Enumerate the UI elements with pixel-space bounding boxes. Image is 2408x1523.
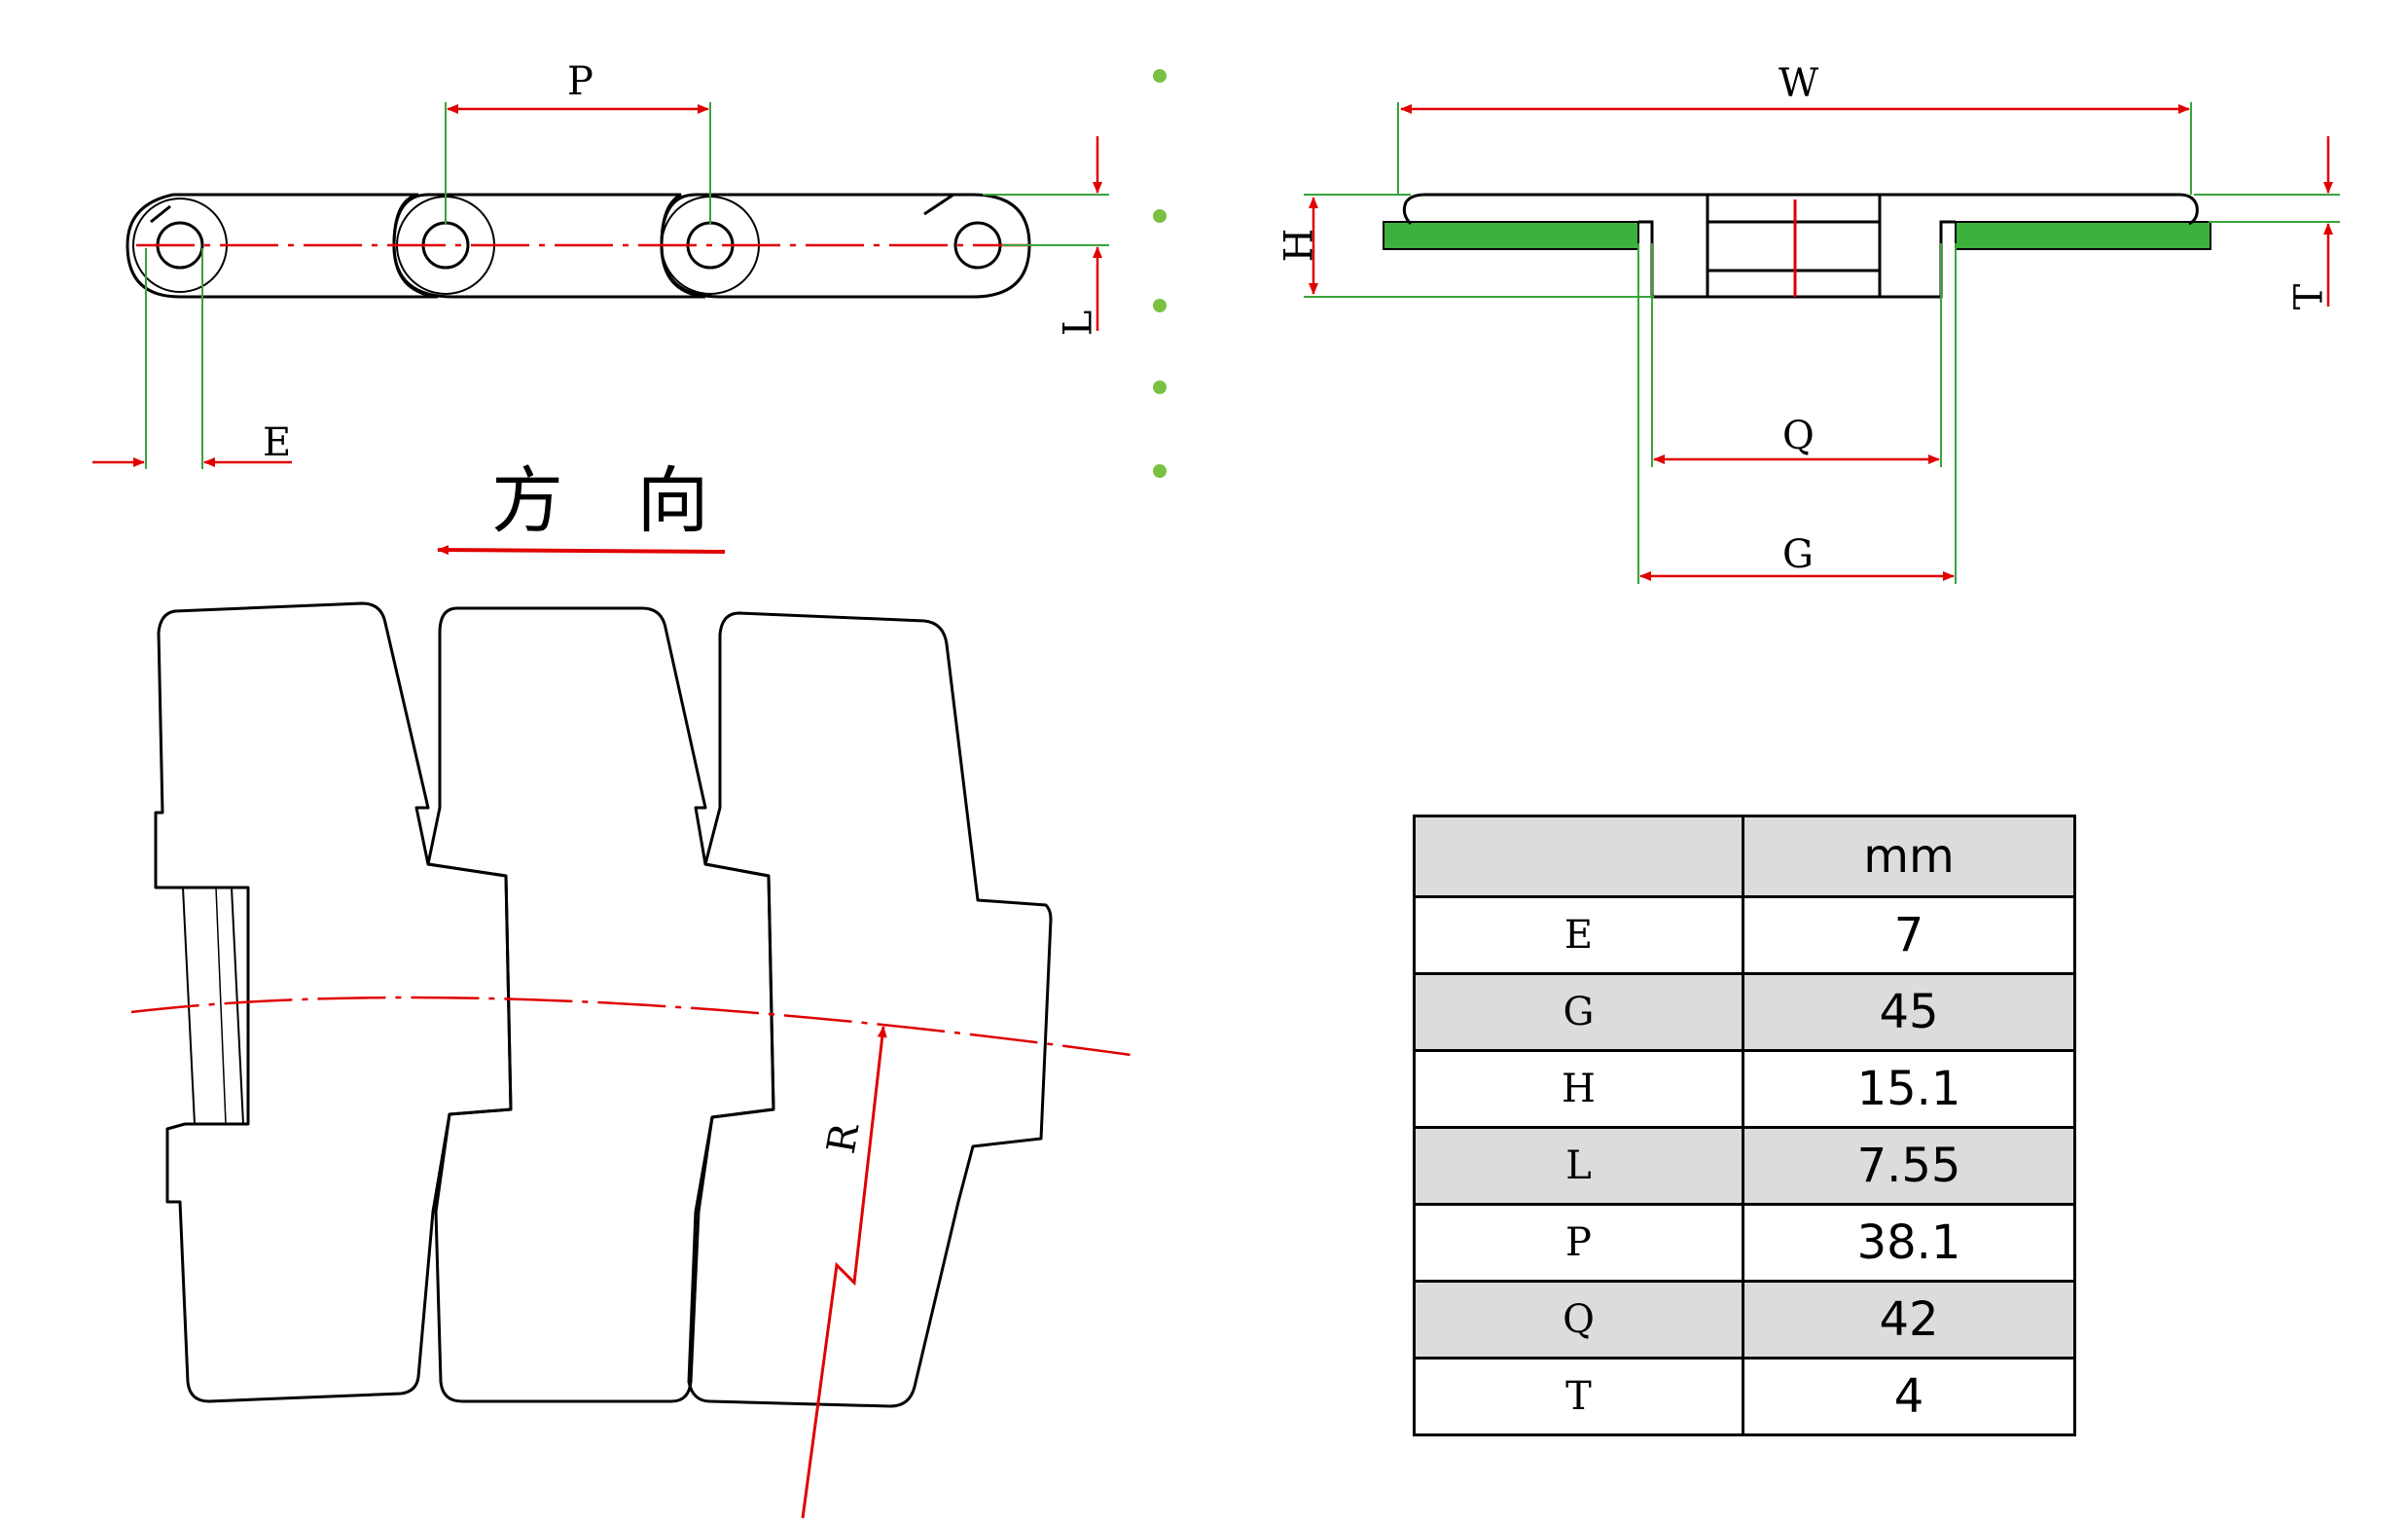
direction-arrow	[437, 545, 726, 556]
label-t: T	[2286, 283, 2332, 310]
value-cell: 7.55	[1742, 1126, 2076, 1206]
table-row: Q 42	[1413, 1280, 2076, 1360]
value-cell: 45	[1742, 972, 2076, 1052]
value-cell: 15.1	[1742, 1049, 2076, 1129]
p-extension	[445, 102, 711, 224]
label-p: P	[567, 59, 593, 104]
table-row: L 7.55	[1413, 1126, 2076, 1206]
plate-2	[426, 606, 775, 1403]
label-e: E	[263, 420, 292, 465]
curve-centerline	[130, 996, 1139, 1058]
param-cell: Q	[1413, 1280, 1744, 1360]
r-dimension	[801, 1026, 887, 1519]
dot-column	[1153, 69, 1167, 478]
wear-strip-left	[1383, 221, 1639, 250]
table-row: E 7	[1413, 895, 2076, 975]
label-l: L	[1056, 309, 1101, 337]
top-view	[154, 601, 1053, 1408]
label-w: W	[1779, 61, 1819, 106]
table-header-row: mm	[1413, 815, 2076, 898]
param-cell: G	[1413, 972, 1744, 1052]
table-row: P 38.1	[1413, 1203, 2076, 1283]
label-q: Q	[1782, 414, 1815, 458]
wear-strip-right	[1955, 221, 2211, 250]
param-cell: E	[1413, 895, 1744, 975]
param-cell: H	[1413, 1049, 1744, 1129]
label-h: H	[1276, 228, 1322, 263]
table-header-param	[1413, 815, 1744, 898]
table-row: G 45	[1413, 972, 2076, 1052]
plate-1	[154, 601, 513, 1403]
spec-table: mm E 7 G 45 H 15.1 L 7.55 P 38.1 Q 42 T …	[1413, 815, 2076, 1436]
param-cell: T	[1413, 1357, 1744, 1436]
value-cell: 38.1	[1742, 1203, 2076, 1283]
value-cell: 4	[1742, 1357, 2076, 1436]
table-row: T 4	[1413, 1357, 2076, 1436]
value-cell: 42	[1742, 1280, 2076, 1360]
table-header-unit: mm	[1742, 815, 2076, 898]
plate-3	[687, 611, 1053, 1408]
label-g: G	[1782, 532, 1814, 577]
direction-label: 方 向	[491, 459, 735, 543]
table-row: H 15.1	[1413, 1049, 2076, 1129]
param-cell: L	[1413, 1126, 1744, 1206]
param-cell: P	[1413, 1203, 1744, 1283]
cross-section	[1383, 193, 2211, 299]
value-cell: 7	[1742, 895, 2076, 975]
